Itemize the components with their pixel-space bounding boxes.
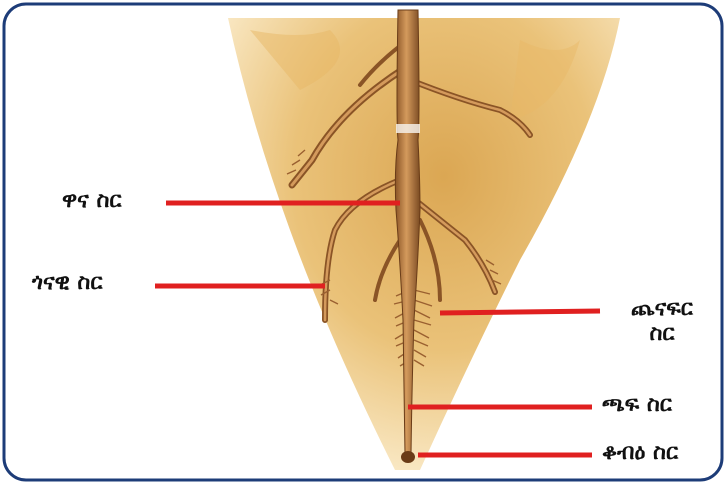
leader-line-root-hair: [440, 311, 600, 313]
label-root-cap: ቆብዕ ስር: [602, 440, 678, 465]
label-root-hair-line1: ጨናፍር: [612, 296, 712, 321]
root-cap-shape: [401, 451, 415, 463]
root-highlight: [396, 124, 420, 133]
label-lateral-root: ጎናዊ ስር: [32, 270, 103, 295]
label-root-hair-line2: ስር: [612, 321, 712, 346]
label-root-tip: ጫፍ ስር: [602, 392, 672, 417]
label-root-hair: ጨናፍር ስር: [612, 296, 712, 347]
label-main-root: ዋና ስር: [62, 188, 122, 213]
